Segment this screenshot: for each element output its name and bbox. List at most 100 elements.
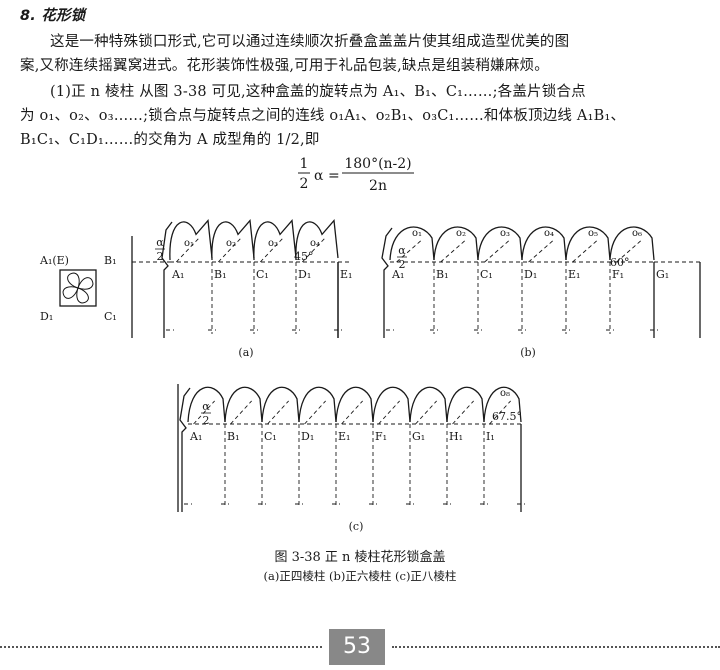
point-label: E₁ bbox=[568, 268, 580, 281]
point-label: I₁ bbox=[486, 430, 495, 443]
lock-label: o₁ bbox=[412, 228, 422, 239]
inset-label-b1: B₁ bbox=[104, 254, 117, 267]
paragraph-line: 案,又称连续摇翼窝进式。花形装饰性极强,可用于礼品包装,缺点是组装稍嫌麻烦。 bbox=[20, 58, 549, 74]
point-label: D₁ bbox=[301, 430, 314, 443]
lock-line bbox=[489, 400, 511, 425]
alpha-denominator: 2 bbox=[157, 250, 164, 263]
paragraph-line: 这是一种特殊锁口形式,它可以通过连续顺次折叠盒盖盖片使其组成造型优美的图 bbox=[50, 34, 570, 50]
lock-line bbox=[193, 400, 215, 425]
lid-flap bbox=[483, 386, 522, 423]
lock-line bbox=[341, 400, 363, 425]
footer-divider-left bbox=[0, 646, 322, 648]
lock-label: o₆ bbox=[632, 228, 642, 239]
inset-square bbox=[59, 269, 97, 307]
section-heading: 8. 花形锁 bbox=[20, 8, 86, 24]
lid-flap bbox=[565, 226, 611, 261]
lid-flap bbox=[372, 386, 411, 423]
alpha-numerator: α bbox=[156, 236, 164, 249]
paragraph-line: B₁C₁、C₁D₁……的交角为 A 成型角的 1/2,即 bbox=[20, 132, 320, 148]
lock-label: o₃ bbox=[268, 238, 278, 249]
lock-line bbox=[452, 400, 474, 425]
point-label: B₁ bbox=[214, 268, 227, 281]
left-tab-profile bbox=[381, 227, 393, 338]
alpha-numerator: α bbox=[202, 400, 210, 413]
lid-flap bbox=[335, 386, 374, 423]
formula-rhs-den: 2n bbox=[369, 178, 387, 194]
inset-label-a1e: A₁(E) bbox=[39, 254, 69, 267]
lid-flap bbox=[253, 219, 297, 261]
formula-equals: = bbox=[328, 168, 340, 184]
lock-line bbox=[217, 236, 243, 263]
subfigure-label: (b) bbox=[520, 346, 536, 359]
lock-line bbox=[301, 236, 327, 263]
lid-flap bbox=[609, 226, 655, 261]
left-tab-profile bbox=[179, 387, 191, 512]
lock-line bbox=[259, 236, 285, 263]
lid-flap bbox=[261, 386, 300, 423]
figure-caption: 图 3-38 正 n 棱柱花形锁盒盖 bbox=[274, 550, 446, 565]
footer-divider-right bbox=[392, 646, 720, 648]
lock-label: o₂ bbox=[456, 228, 466, 239]
pinwheel-petal bbox=[77, 277, 94, 290]
subfigure-label: (c) bbox=[349, 520, 364, 533]
lid-flap bbox=[187, 386, 226, 423]
lock-label: o₄ bbox=[310, 238, 320, 249]
lid-flap bbox=[169, 219, 213, 261]
formula-lhs-den: 2 bbox=[300, 176, 309, 192]
lock-line bbox=[572, 239, 598, 263]
inset-label-d1: D₁ bbox=[40, 310, 53, 323]
angle-label: 45° bbox=[294, 250, 314, 263]
point-label: C₁ bbox=[264, 430, 277, 443]
angle-label: 67.5° bbox=[492, 410, 522, 423]
point-label: A₁ bbox=[391, 268, 404, 281]
lid-flap bbox=[224, 386, 263, 423]
page-number: 53 bbox=[329, 629, 385, 665]
paragraph-line: 为 o₁、o₂、o₃……;锁合点与旋转点之间的连线 o₁A₁、o₂B₁、o₃C₁… bbox=[20, 108, 626, 124]
angle-label: 60° bbox=[610, 256, 630, 269]
point-label: E₁ bbox=[340, 268, 352, 281]
point-label: C₁ bbox=[480, 268, 493, 281]
lid-flap bbox=[409, 386, 448, 423]
lock-line bbox=[175, 236, 201, 263]
lock-label: o₅ bbox=[588, 228, 598, 239]
formula-rhs-num: 180°(n-2) bbox=[344, 156, 411, 172]
lock-label: o₃ bbox=[500, 228, 510, 239]
point-label: C₁ bbox=[256, 268, 269, 281]
lock-label: o₂ bbox=[226, 238, 236, 249]
pinwheel-petal bbox=[62, 286, 79, 299]
point-label: D₁ bbox=[524, 268, 537, 281]
lock-line bbox=[396, 239, 422, 263]
alpha-denominator: 2 bbox=[399, 258, 406, 271]
point-label: F₁ bbox=[612, 268, 624, 281]
lid-flap bbox=[446, 386, 485, 423]
lock-label: o₄ bbox=[544, 228, 554, 239]
pinwheel-petal bbox=[67, 272, 80, 289]
point-label: A₁ bbox=[171, 268, 184, 281]
alpha-denominator: 2 bbox=[203, 414, 210, 427]
figure-subcaption: (a)正四棱柱 (b)正六棱柱 (c)正八棱柱 bbox=[263, 569, 457, 583]
point-label: D₁ bbox=[298, 268, 311, 281]
lid-flap bbox=[389, 226, 435, 261]
lid-flap bbox=[295, 219, 339, 261]
lock-label: o₈ bbox=[500, 388, 510, 399]
lid-flap bbox=[211, 219, 255, 261]
lock-line bbox=[415, 400, 437, 425]
point-label: B₁ bbox=[227, 430, 240, 443]
lid-flap bbox=[298, 386, 337, 423]
point-label: E₁ bbox=[338, 430, 350, 443]
point-label: F₁ bbox=[375, 430, 387, 443]
formula-lhs-var: α bbox=[314, 168, 324, 184]
lock-label: o₁ bbox=[184, 238, 194, 249]
formula: 1 2 α = 180°(n-2) 2n bbox=[298, 156, 414, 194]
subfigure-label: (a) bbox=[238, 346, 253, 359]
alpha-numerator: α bbox=[398, 244, 406, 257]
lid-flap bbox=[477, 226, 523, 261]
lid-flap bbox=[521, 226, 567, 261]
lock-line bbox=[230, 400, 252, 425]
lock-line bbox=[484, 239, 510, 263]
lock-line bbox=[304, 400, 326, 425]
point-label: G₁ bbox=[412, 430, 425, 443]
